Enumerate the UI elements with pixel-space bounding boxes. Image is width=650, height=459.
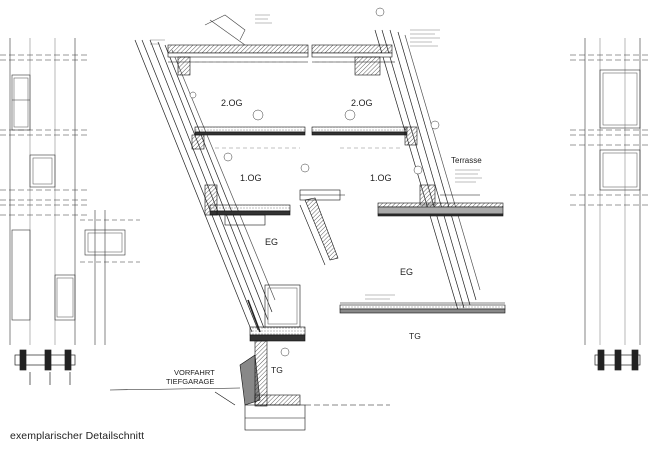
parking-garage-label: TIEFGARAGE: [166, 377, 214, 386]
left-inclined-facade: [134, 39, 276, 333]
level-label-eg-right: EG: [400, 267, 413, 277]
level-label-eg-left: EG: [265, 237, 278, 247]
roof-slab-left: [167, 14, 309, 76]
slab-1og-floor: [204, 184, 504, 226]
level-label-1og-left: 1.OG: [240, 173, 262, 183]
drawing-caption: exemplarischer Detailschnitt: [10, 430, 145, 442]
left-plan-detail: [14, 349, 76, 385]
level-lines: [195, 61, 400, 149]
level-label-2og-left: 2.OG: [221, 98, 243, 108]
balcony-detail: [299, 189, 345, 266]
tg-foundation: [109, 340, 390, 431]
level-label-2og-right: 2.OG: [351, 98, 373, 108]
right-inclined-facade: [374, 29, 481, 311]
terrace-label: Terrasse: [451, 156, 482, 165]
ground-floor-slab: [249, 284, 506, 342]
level-label-tg-right: TG: [409, 331, 421, 341]
level-label-1og-right: 1.OG: [370, 173, 392, 183]
level-label-tg-lower: TG: [271, 365, 283, 375]
detail-markers: [189, 7, 440, 357]
roof-slab-right: [311, 44, 395, 76]
right-plan-detail: [594, 349, 641, 371]
driveway-label: VORFAHRT: [174, 368, 215, 377]
left-elevation: [0, 38, 140, 345]
slab-2og-floor: [191, 126, 418, 150]
right-elevation: [570, 38, 650, 345]
annotation-marks: [150, 14, 482, 300]
